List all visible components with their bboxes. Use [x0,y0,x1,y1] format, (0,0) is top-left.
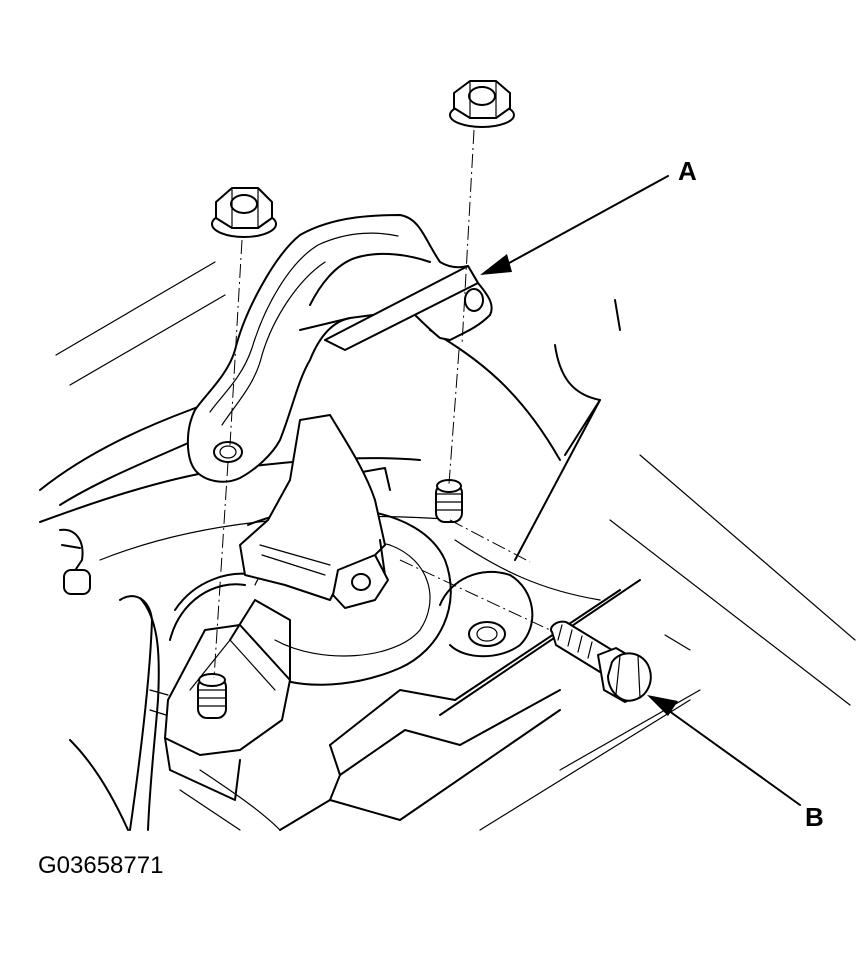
flange-nut-left [211,187,277,238]
mount-insulator [239,414,389,609]
callout-b: B [647,695,824,832]
left-hose-assembly [59,528,169,831]
flange-nut-upper [449,80,515,128]
callout-label-b: B [805,802,824,832]
flange-bolt-b [550,620,652,703]
callout-label-a: A [678,156,697,186]
arrowhead-b-icon [647,695,678,716]
lower-bracket [164,599,291,801]
subframe-rail [179,579,701,831]
mounting-bracket-a [186,214,493,483]
callout-a: A [480,156,697,275]
arrowhead-a-icon [480,254,512,275]
bolt-boss [439,570,534,658]
assembly-center-lines [213,129,551,679]
stud-right [435,479,463,523]
figure-id-code: G03658771 [38,852,164,879]
stud-lower-left [197,673,227,719]
